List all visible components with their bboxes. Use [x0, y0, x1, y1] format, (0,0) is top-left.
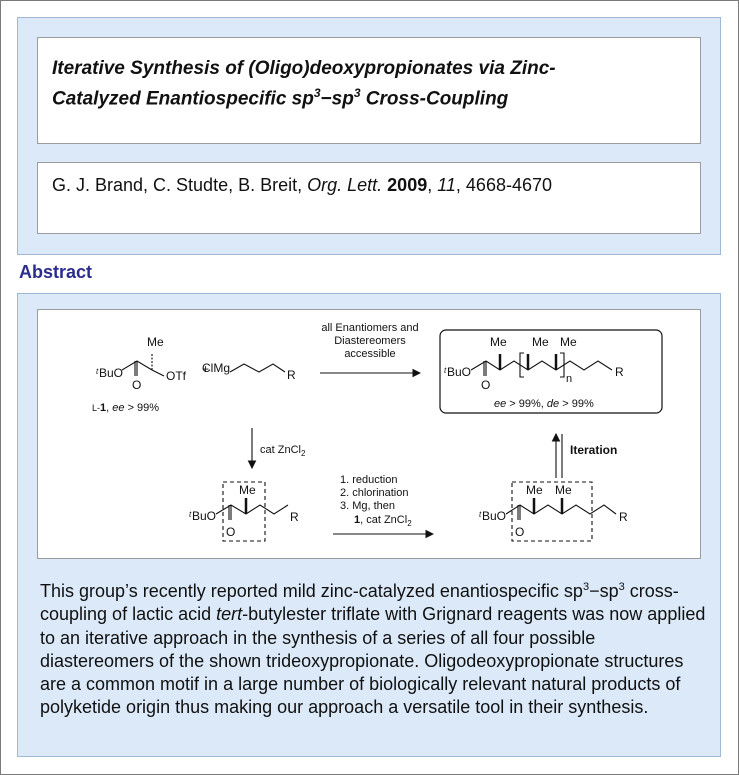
me-label: Me [526, 483, 543, 497]
r-label: R [290, 510, 299, 524]
bond [151, 369, 165, 377]
arrow-label: Diastereomers [334, 335, 406, 347]
citation-journal: Org. Lett. [307, 175, 383, 195]
title-end: Cross-Coupling [360, 88, 509, 110]
step-label: 2. chlorination [340, 487, 409, 499]
title-dash: −sp [320, 88, 354, 110]
abstract-text: This group’s recently reported mild zinc… [40, 581, 583, 601]
title-sup: 3 [313, 86, 321, 100]
reaction-scheme: Me t BuO OTf O L-1, ee > 99% + ClMg R al… [37, 309, 701, 559]
highlight-box [222, 481, 266, 542]
abstract-text: −sp [589, 581, 619, 601]
o-label: O [226, 525, 235, 539]
o-label: O [515, 525, 524, 539]
r-label: R [615, 365, 624, 379]
step-label: 3. Mg, then [340, 500, 395, 512]
paper-title: Iterative Synthesis of (Oligo)deoxypropi… [52, 56, 688, 111]
abstract-sup: 3 [582, 581, 590, 593]
abstract-heading: Abstract [19, 262, 93, 282]
bond [215, 504, 289, 515]
bond [470, 360, 613, 371]
arrow-label: accessible [344, 348, 395, 360]
abstract-sup: 3 [618, 581, 625, 593]
citation-volume: 11 [437, 175, 456, 195]
abstract-text: cross-coupling of lactic acid [40, 581, 679, 625]
iteration-label: Iteration [570, 443, 617, 457]
me-label: Me [532, 335, 549, 349]
arrow-label: all Enantiomers and [321, 322, 418, 334]
citation-authors: G. J. Brand, C. Studte, B. Breit, [52, 175, 308, 195]
reaction-scheme-graphic: Me t BuO OTf O L-1, ee > 99% + ClMg R al… [92, 322, 663, 542]
citation-sep: , [427, 175, 438, 195]
bracket [560, 352, 565, 378]
tbuo-label: BuO [192, 509, 216, 523]
citation-pages: , 4668-4670 [455, 175, 553, 195]
me-label: Me [555, 483, 572, 497]
abstract-body: This group’s recently reported mild zinc… [40, 576, 710, 720]
me-label: Me [239, 483, 256, 497]
tbuo-label: BuO [482, 509, 506, 523]
citation-year: 2009 [387, 175, 428, 195]
t-label: t [96, 367, 99, 376]
title-sup: 3 [353, 86, 361, 100]
step-label: 1, cat ZnCl2 [354, 514, 412, 528]
me-label: Me [147, 335, 164, 349]
tbuo-label: BuO [447, 365, 471, 379]
abstract-text: -butylester triflate with Grignard reage… [40, 604, 706, 718]
bond [483, 361, 487, 376]
product-box [439, 329, 663, 414]
step-label: 1. reduction [340, 474, 397, 486]
me-label: Me [490, 335, 507, 349]
clmg-label: ClMg [202, 361, 230, 375]
n-label: n [566, 373, 572, 385]
citation: G. J. Brand, C. Studte, B. Breit, Org. L… [52, 175, 552, 196]
t-label: t [189, 510, 192, 519]
highlight-box [511, 481, 593, 542]
title-line-2: Catalyzed Enantiospecific sp [52, 88, 314, 110]
title-line-1: Iterative Synthesis of (Oligo)deoxypropi… [52, 58, 556, 79]
o-label: O [132, 378, 141, 392]
r-label: R [619, 510, 628, 524]
selectivity-label: ee > 99%, de > 99% [494, 398, 594, 410]
t-label: t [444, 366, 447, 375]
bracket [519, 352, 524, 378]
me-label: Me [560, 335, 577, 349]
tbuo-label: BuO [99, 366, 123, 380]
o-label: O [481, 378, 490, 392]
catalyst-label: cat ZnCl2 [260, 444, 306, 458]
bond [517, 505, 521, 520]
r-label: R [287, 368, 296, 382]
otf-label: OTf [166, 369, 187, 383]
t-label: t [479, 510, 482, 519]
citation-box: G. J. Brand, C. Studte, B. Breit, Org. L… [37, 162, 701, 234]
bond [228, 505, 232, 520]
plus-sign: + [202, 362, 209, 376]
compound-label: L-1, ee > 99% [92, 402, 159, 414]
bond [229, 363, 286, 373]
title-box: Iterative Synthesis of (Oligo)deoxypropi… [37, 37, 701, 144]
abstract-italic: tert [216, 604, 243, 625]
